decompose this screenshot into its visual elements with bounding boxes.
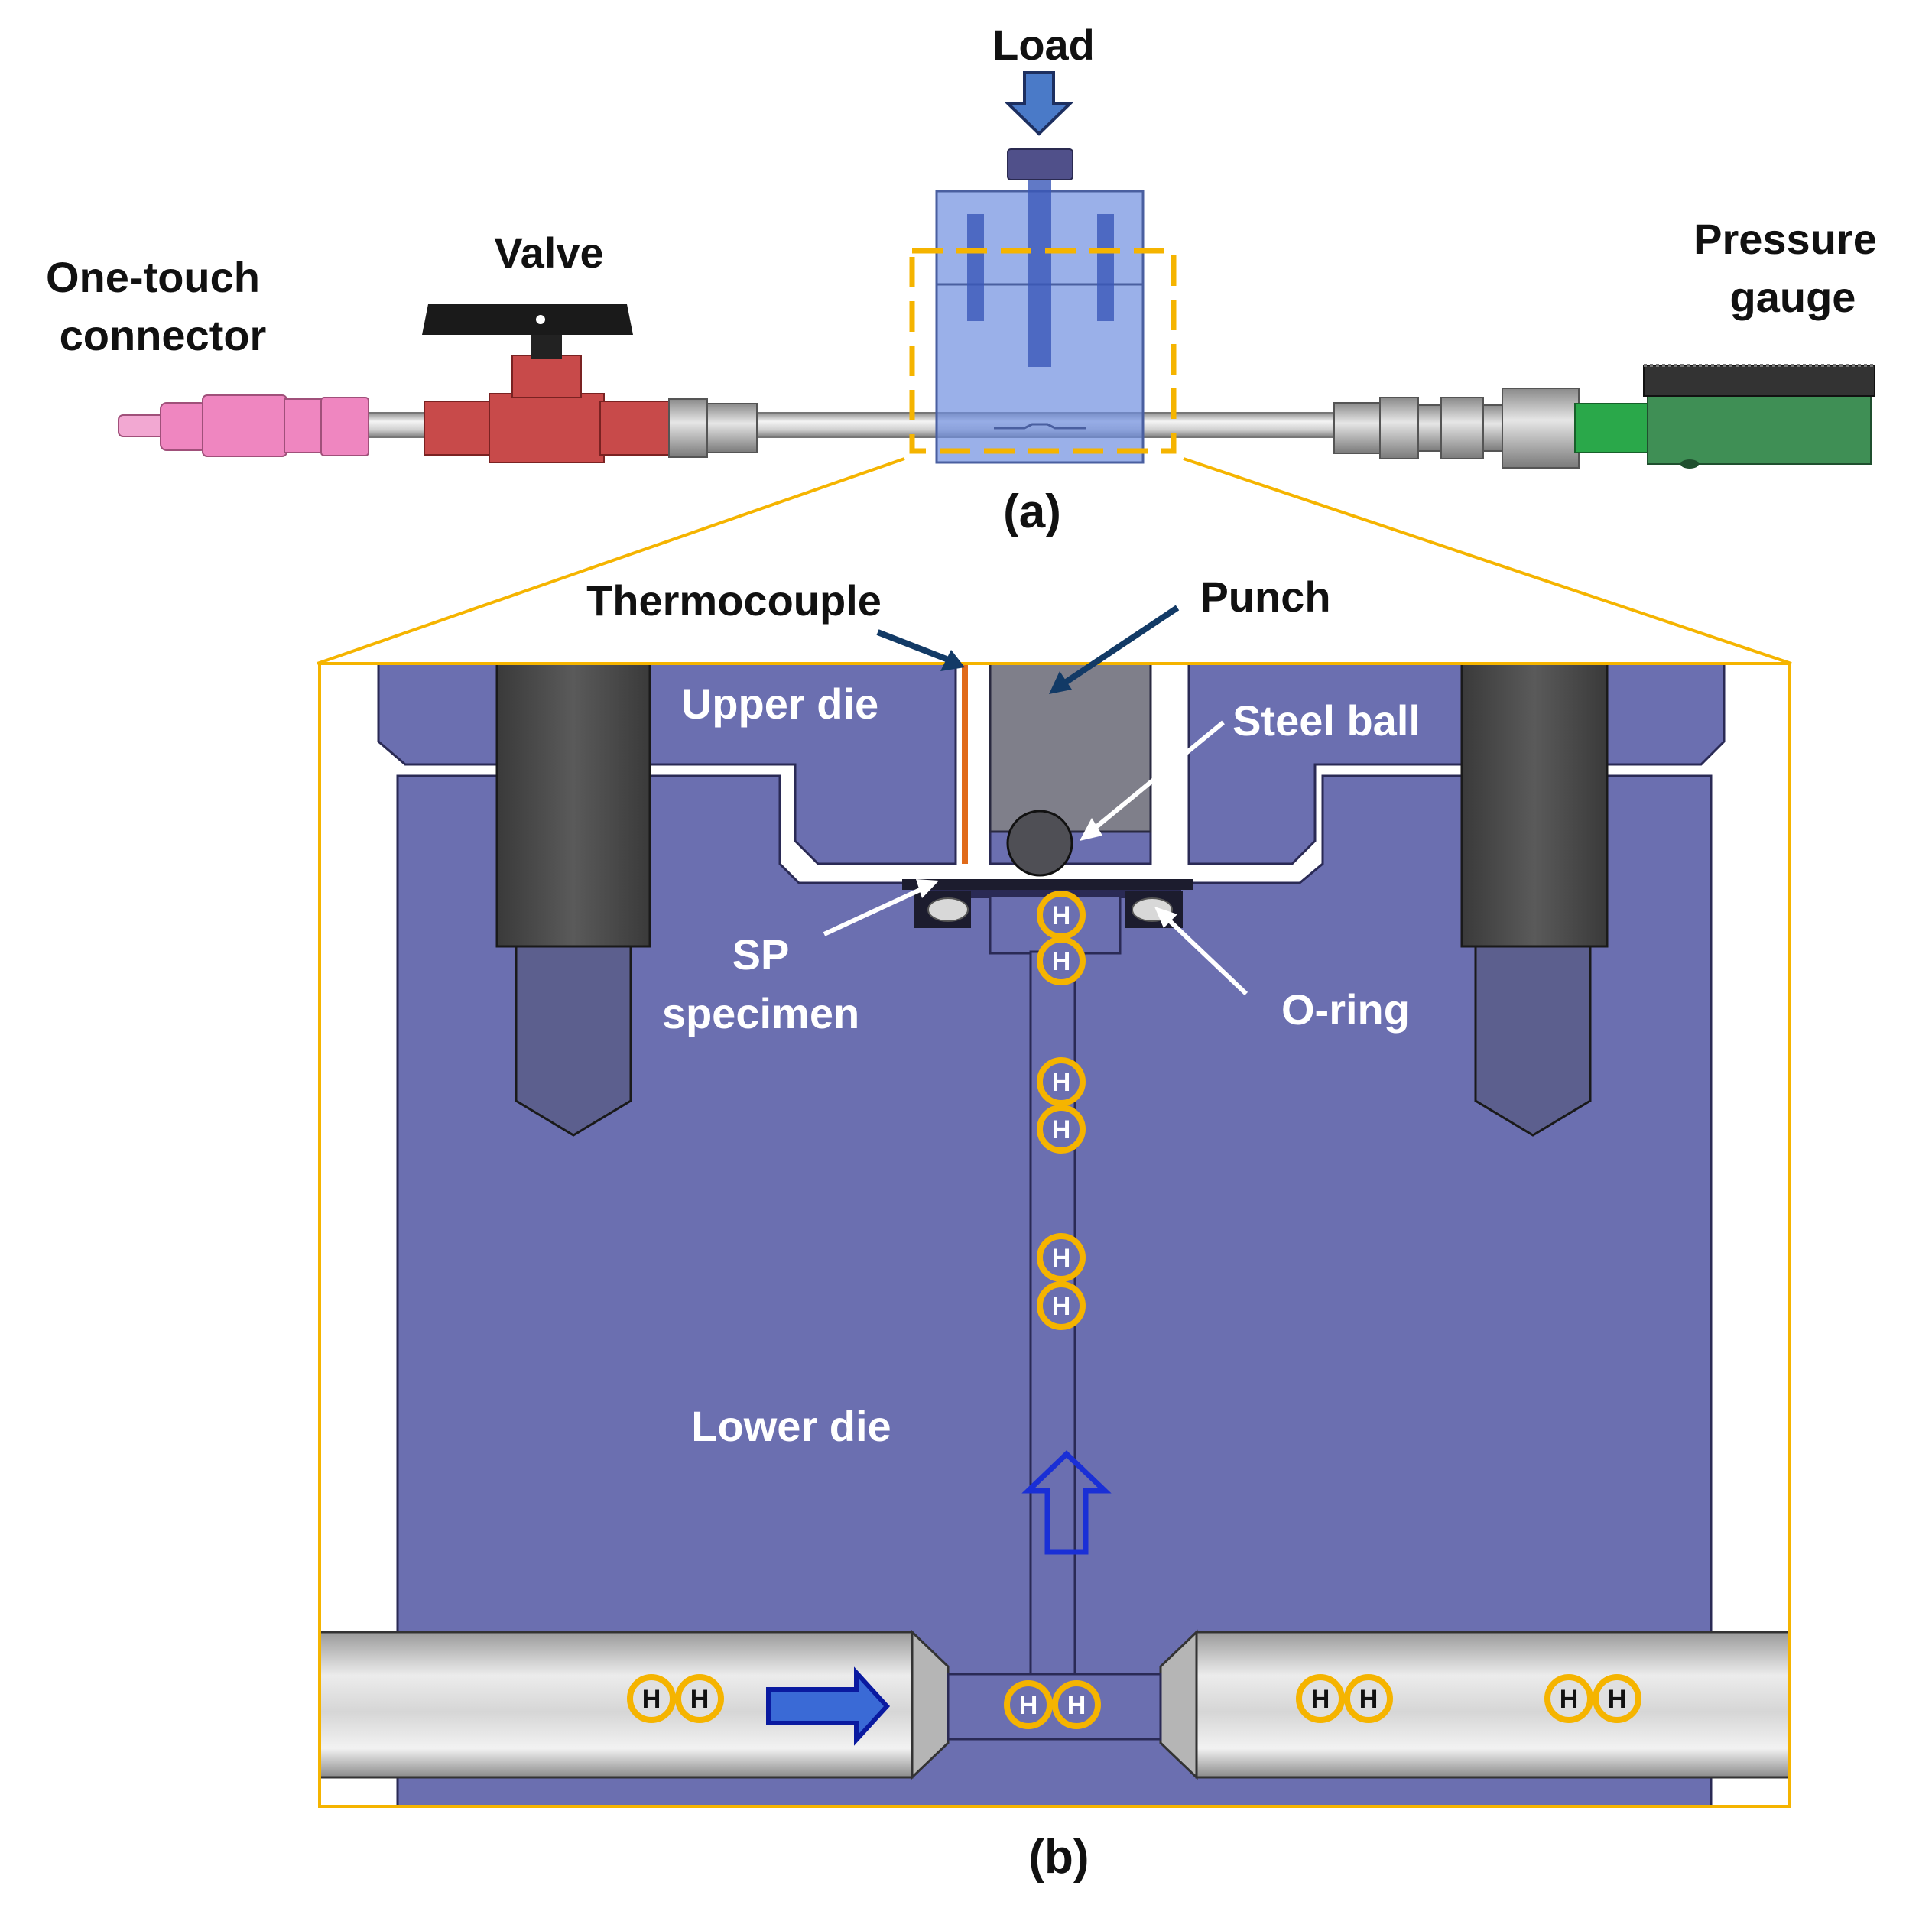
gas-tube-right	[1159, 1629, 1789, 1780]
hydrogen-atom-label: H	[1052, 947, 1071, 976]
load-label: Load	[992, 21, 1095, 69]
upper-die-label: Upper die	[681, 680, 878, 728]
hydrogen-atom	[1593, 1674, 1641, 1723]
hydrogen-atom	[1037, 1233, 1086, 1282]
hydrogen-atom-label: H	[1067, 1691, 1086, 1720]
valve-label: Valve	[494, 229, 603, 277]
flow-arrow-vertical	[1021, 1450, 1112, 1555]
panel-a-label: (a)	[1003, 485, 1061, 538]
test-cell	[935, 148, 1145, 464]
connector-label-line1: One-touch	[46, 253, 260, 301]
hydrogen-atom-label: H	[642, 1685, 661, 1714]
pointer-arrows	[823, 605, 1248, 996]
hydrogen-atom-label: H	[1359, 1685, 1378, 1714]
hydrogen-atom	[1344, 1674, 1393, 1723]
hydrogen-atom-label: H	[1052, 1292, 1071, 1321]
one-touch-connector	[118, 394, 369, 457]
hydrogen-atom-label: H	[1560, 1685, 1579, 1714]
thermocouple-label: Thermocouple	[586, 576, 882, 625]
hydrogen-atom-label: H	[1019, 1691, 1038, 1720]
hydrogen-atom	[1052, 1680, 1101, 1729]
hydrogen-atom	[1296, 1674, 1345, 1723]
hydrogen-atom-label: H	[1052, 1068, 1071, 1097]
hydrogen-atom	[1037, 1281, 1086, 1330]
panel-a: Load Valve One-touch connector Pressure …	[46, 21, 1877, 665]
panel-b-label: (b)	[1028, 1831, 1089, 1884]
hydrogen-atom-label: H	[1311, 1685, 1330, 1714]
bolt-right	[1460, 664, 1609, 1137]
pressure-gauge	[1574, 364, 1875, 469]
hydrogen-atom	[627, 1674, 676, 1723]
sp-specimen	[902, 879, 1193, 890]
hydrogen-atom-label: H	[1052, 1244, 1071, 1273]
zoom-region-box	[909, 248, 1177, 454]
connector-label-line2: connector	[60, 311, 267, 359]
gas-chamber	[947, 1673, 1162, 1741]
steel-ball-label: Steel ball	[1232, 696, 1421, 745]
zoom-line-left	[317, 457, 905, 665]
fitting-right-1	[1333, 402, 1381, 454]
o-ring-left	[914, 891, 971, 928]
hydrogen-atom	[1544, 1674, 1593, 1723]
hydrogen-atom-label: H	[1052, 901, 1071, 930]
fitting-left	[668, 398, 708, 458]
load-arrow	[1004, 71, 1074, 136]
bolt-left	[495, 664, 651, 1137]
hydrogen-atom	[1004, 1680, 1053, 1729]
flow-arrow-horizontal	[766, 1666, 891, 1746]
hydrogen-atom-label: H	[690, 1685, 709, 1714]
zoom-frame	[318, 662, 1791, 1808]
punch-label: Punch	[1200, 573, 1330, 621]
lower-die-label: Lower die	[691, 1402, 891, 1450]
hydrogen-atom	[675, 1674, 724, 1723]
hydrogen-atom	[1037, 1057, 1086, 1106]
hydrogen-atom	[1037, 1105, 1086, 1154]
valve	[422, 304, 670, 463]
o-ring-label: O-ring	[1281, 985, 1410, 1034]
hydrogen-atom-label: H	[1608, 1685, 1627, 1714]
hydrogen-atom	[1037, 936, 1086, 985]
gauge-label-line2: gauge	[1730, 273, 1856, 321]
steel-ball	[1006, 810, 1073, 877]
gauge-label-line1: Pressure	[1693, 215, 1877, 263]
sp-label-line2: specimen	[662, 989, 859, 1037]
hydrogen-atom-label: H	[1052, 1115, 1071, 1144]
zoom-line-right	[1183, 457, 1792, 665]
sp-label-line1: SP	[732, 930, 790, 978]
